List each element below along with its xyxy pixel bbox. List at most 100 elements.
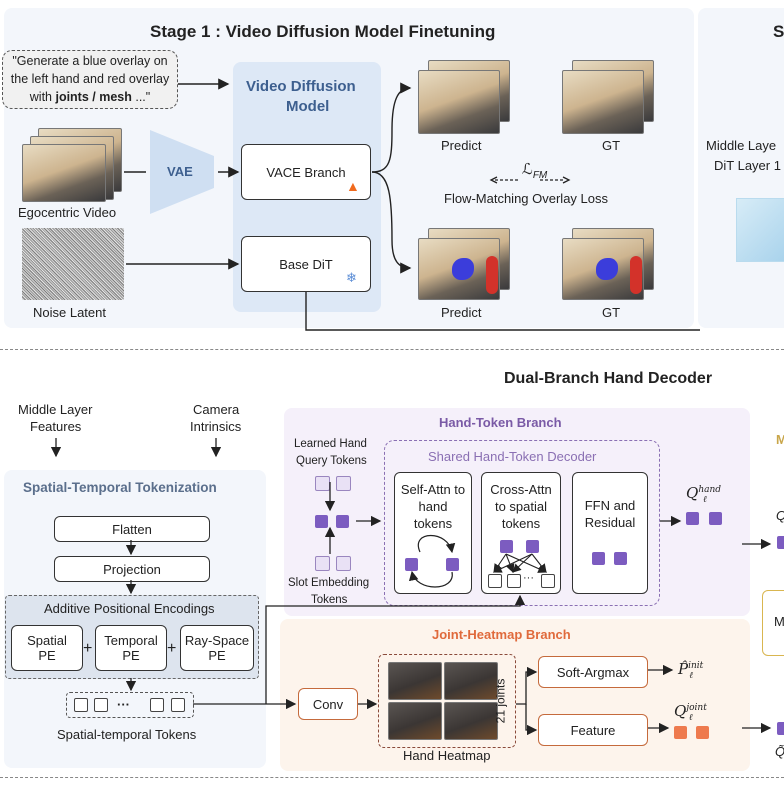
right-partial-m: M [776,432,784,447]
st-tokens-ellipsis: ··· [117,697,130,712]
middle-layer-partial-label: Middle Laye [706,138,777,153]
cross-attn-spatial-token [507,574,521,588]
cross-attn-query-token [500,540,513,553]
ray-pe-line1: Ray-Space [184,633,250,648]
learned-query-line2: Query Tokens [296,455,367,467]
decoder-title: Dual-Branch Hand Decoder [504,370,713,387]
st-token [150,698,164,712]
ray-pe-line2: PE [208,648,226,663]
red-hand-overlay-predict [486,256,498,294]
prompt-line-2: the left hand and red overlay [10,72,170,86]
feature-box: Feature [538,714,648,746]
noise-latent-label: Noise Latent [33,305,106,320]
right-partial-m2: M [774,614,784,629]
temporal-pe-box: Temporal PE [95,625,167,671]
stage1-title: Stage 1 : Video Diffusion Model Finetuni… [150,22,496,41]
slot-embedding-line1: Slot Embedding [288,577,370,589]
section-divider [0,349,784,350]
right-partial-q: Q [776,508,784,523]
self-attn-line1: Self-Attn to [400,482,466,497]
learned-query-token [336,476,351,491]
slot-embedding-token [336,556,351,571]
shared-decoder-panel [384,440,660,606]
blue-hand-overlay-predict [452,258,474,280]
camera-line2: Intrinsics [190,419,242,434]
cross-attn-line2: to spatial [494,499,548,514]
stage2-panel-partial [698,8,784,328]
cross-attn-line3: tokens [501,516,541,531]
temporal-pe-line2: PE [122,648,140,663]
cross-attn-line1: Cross-Attn [490,482,552,497]
hand-token-branch-title: Hand-Token Branch [439,415,562,430]
prompt-line-1: "Generate a blue overlay on [12,54,168,68]
base-dit-box: Base DiT [241,236,371,292]
temporal-pe-line1: Temporal [104,633,158,648]
joint-heatmap-branch-title: Joint-Heatmap Branch [432,627,571,642]
egocentric-video-label: Egocentric Video [18,205,117,220]
heatmap-frame [444,702,498,740]
vace-branch-label: VACE Branch [266,164,346,180]
gt-label-bottom: GT [602,305,621,320]
ffn-residual-box: FFN and Residual [572,472,648,594]
gt-joints-frame-front [562,70,644,134]
vace-branch-box: VACE Branch [241,144,371,200]
fire-icon: ▲ [346,178,360,194]
ffn-line1: FFN and [584,498,636,513]
spatial-pe-line1: Spatial [27,633,67,648]
stage2-title-partial: S [773,22,784,41]
right-partial-token [777,536,784,549]
spatial-pe-line2: PE [38,648,56,663]
cross-attn-box: Cross-Attn to spatial tokens [481,472,561,594]
spatial-pe-box: Spatial PE [11,625,83,671]
hand-heatmap-group [378,654,516,748]
stage1-arrows [124,78,700,331]
feature-cube-partial [736,198,784,262]
red-hand-overlay-gt [630,256,642,294]
conv-label: Conv [312,696,344,712]
predict-label-bottom: Predict [441,305,482,320]
p-init-symbol: P̂initℓ [678,660,704,681]
self-attn-line2: hand [418,499,448,514]
vae-label: VAE [167,164,193,179]
st-token [171,698,185,712]
base-dit-label: Base DiT [279,256,333,272]
dit-layer-partial-label: DiT Layer 1 [714,158,781,173]
cross-attn-spatial-token [541,574,555,588]
st-token [94,698,108,712]
middle-features-line2: Features [30,419,82,434]
st-token [74,698,88,712]
loss-label: Flow-Matching Overlay Loss [444,191,608,206]
right-partial-token [777,722,784,735]
heatmap-frame [388,702,442,740]
decoder-arrows [50,438,772,736]
learned-query-line1: Learned Hand [294,438,367,450]
st-tokenization-title: Spatial-Temporal Tokenization [23,480,217,495]
hand-query-token [336,515,349,528]
snowflake-icon: ❄ [346,270,357,285]
flatten-box: Flatten [54,516,210,542]
prompt-line-3: with joints / mesh ..." [29,90,151,104]
feature-label: Feature [570,722,616,738]
cross-attn-query-token [526,540,539,553]
cross-attn-ellipsis: ··· [523,572,534,584]
ffn-token [592,552,605,565]
hand-heatmap-label: Hand Heatmap [403,748,491,763]
predict-label-top: Predict [441,138,482,153]
middle-features-line1: Middle Layer [18,402,93,417]
vdm-title-line2: Model [286,98,330,115]
q-hand-token [686,512,699,525]
predict-joints-frame-front [418,70,500,134]
cross-attn-spatial-token [488,574,502,588]
self-attn-token [405,558,418,571]
blue-hand-overlay-gt [596,258,618,280]
q-hand-symbol: Qhandℓ [686,484,722,505]
noise-latent-image [22,228,124,300]
egocentric-frame-front [22,144,106,202]
shared-decoder-title: Shared Hand-Token Decoder [428,449,597,464]
q-hand-token [709,512,722,525]
q-joint-token [674,726,687,739]
right-partial-q2: Q̃ [775,744,784,759]
bottom-divider [0,777,784,778]
slot-embedding-line2: Tokens [311,594,348,606]
q-joint-token [696,726,709,739]
